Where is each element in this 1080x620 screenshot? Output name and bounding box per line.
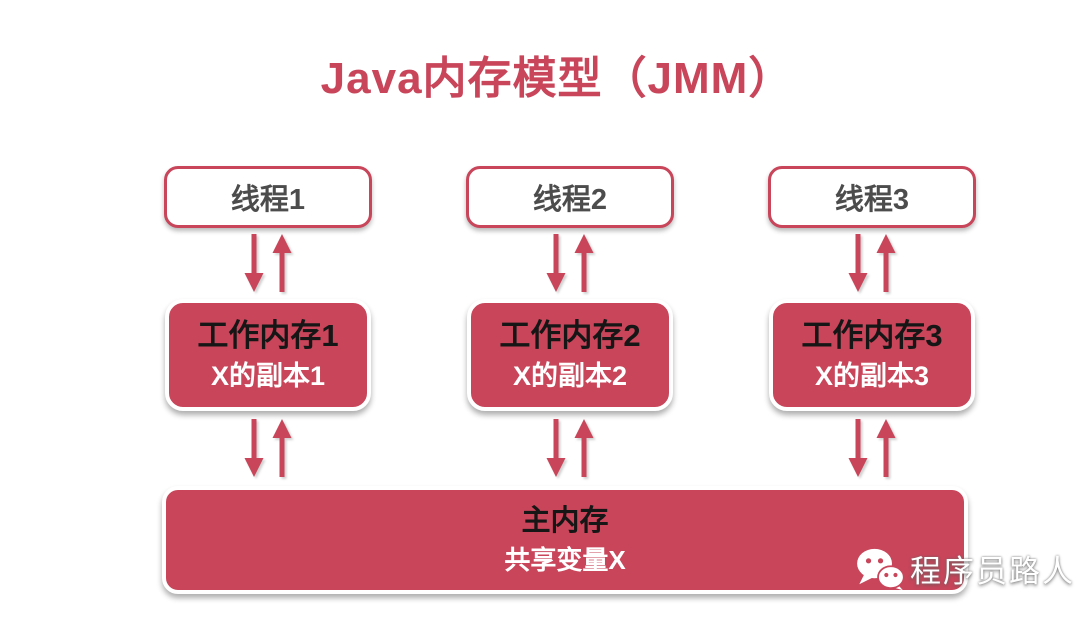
thread-workmem-arrows-3 [848, 234, 896, 292]
workmem-mainmem-arrows-1 [244, 419, 292, 477]
thread-label: 线程2 [532, 184, 608, 216]
down-arrow-icon [546, 419, 566, 477]
main-memory-title: 主内存 [521, 505, 609, 537]
down-arrow-icon [848, 234, 868, 292]
down-arrow-icon [546, 234, 566, 292]
work-memory-copy: X的副本1 [210, 361, 326, 392]
main-memory-box: 主内存 共享变量X [162, 486, 968, 594]
thread-column-1: 线程1 工作内存1 X的副本1 [163, 166, 373, 480]
watermark-label: 程序员路人 [910, 554, 1075, 589]
work-memory-box-2: 工作内存2 X的副本2 [467, 299, 673, 411]
work-memory-title: 工作内存1 [197, 317, 339, 353]
thread-label: 线程3 [834, 184, 910, 216]
thread-box-2: 线程2 [466, 166, 674, 228]
workmem-mainmem-arrows-3 [848, 419, 896, 477]
thread-column-3: 线程3 工作内存3 X的副本3 [767, 166, 977, 480]
work-memory-copy: X的副本3 [814, 361, 930, 392]
thread-column-2: 线程2 工作内存2 X的副本2 [465, 166, 675, 480]
work-memory-title: 工作内存2 [499, 317, 641, 353]
work-memory-copy: X的副本2 [512, 361, 628, 392]
wechat-icon [857, 548, 904, 590]
up-arrow-icon [876, 234, 896, 292]
thread-box-1: 线程1 [164, 166, 372, 228]
workmem-mainmem-arrows-2 [546, 419, 594, 477]
up-arrow-icon [272, 234, 292, 292]
up-arrow-icon [574, 419, 594, 477]
down-arrow-icon [848, 419, 868, 477]
thread-workmem-arrows-1 [244, 234, 292, 292]
thread-workmem-arrows-2 [546, 234, 594, 292]
down-arrow-icon [244, 419, 264, 477]
down-arrow-icon [244, 234, 264, 292]
up-arrow-icon [574, 234, 594, 292]
up-arrow-icon [876, 419, 896, 477]
thread-box-3: 线程3 [768, 166, 976, 228]
work-memory-box-1: 工作内存1 X的副本1 [165, 299, 371, 411]
watermark: 程序员路人 [856, 546, 1075, 591]
thread-label: 线程1 [230, 184, 306, 216]
work-memory-title: 工作内存3 [801, 317, 943, 353]
work-memory-box-3: 工作内存3 X的副本3 [769, 299, 975, 411]
shared-variable-label: 共享变量X [504, 545, 626, 575]
up-arrow-icon [272, 419, 292, 477]
page-title: Java内存模型（JMM） [320, 54, 794, 103]
